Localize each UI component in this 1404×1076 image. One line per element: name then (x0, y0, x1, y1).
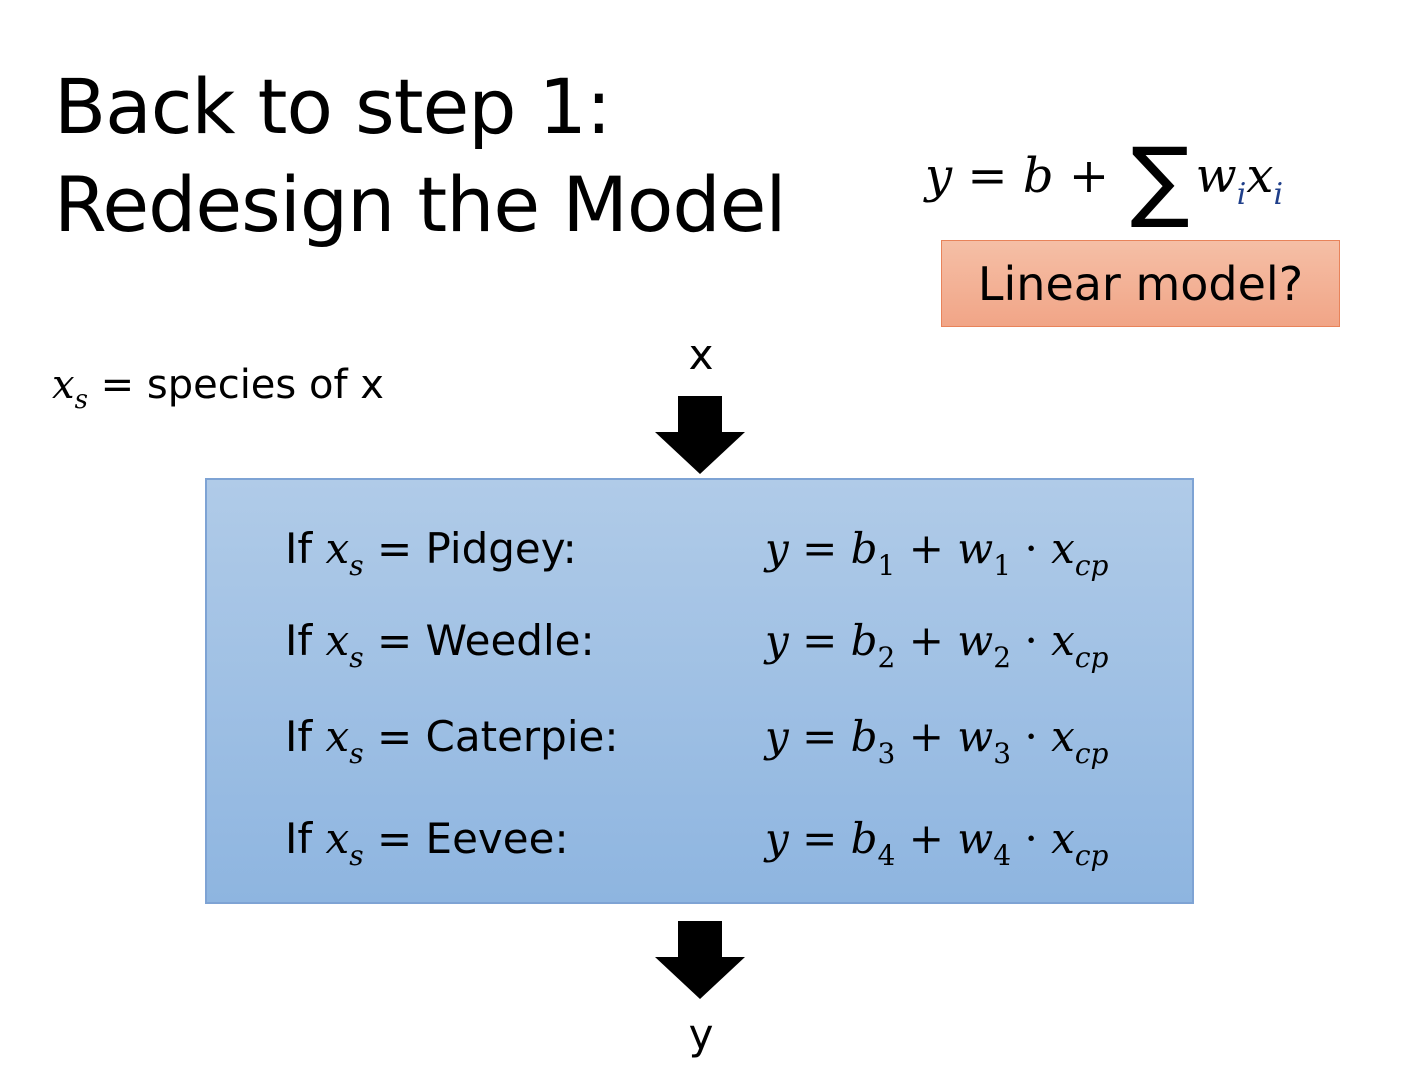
linear-model-formula: y = b + ∑wixi (925, 110, 1284, 231)
arrow-down-icon (655, 921, 745, 999)
formula-bias: b (1022, 148, 1054, 204)
formula-weight-index: i (1236, 177, 1247, 212)
summation-icon: ∑ (1130, 128, 1190, 231)
formula-plus: + (1068, 148, 1110, 204)
species-model-box: If xs = Pidgey: y = b1 + w1 · xcp If xs … (205, 478, 1194, 904)
rule-equation: y = b2 + w2 · xcp (765, 616, 1109, 674)
slide-title-line-1: Back to step 1: (54, 62, 612, 151)
rule-condition: If xs = Caterpie: (285, 712, 619, 770)
formula-equals: = (967, 148, 1008, 204)
formula-input: x (1246, 148, 1274, 204)
slide-title: Back to step 1: Redesign the Model (54, 58, 786, 254)
output-label: y (688, 1010, 714, 1059)
formula-weight: w (1195, 148, 1237, 204)
slide-title-line-2: Redesign the Model (54, 160, 786, 249)
rule-equation: y = b1 + w1 · xcp (765, 524, 1109, 582)
input-label: x (688, 330, 714, 379)
rule-equation: y = b3 + w3 · xcp (765, 712, 1109, 770)
formula-lhs: y (925, 148, 953, 204)
rule-condition: If xs = Weedle: (285, 616, 595, 674)
rule-condition: If xs = Pidgey: (285, 524, 577, 582)
species-var-x: x (52, 362, 75, 408)
species-text: = species of x (100, 362, 384, 408)
species-var: xs (52, 362, 88, 415)
arrow-down-icon (655, 396, 745, 474)
formula-input-index: i (1273, 177, 1284, 212)
linear-model-question-badge: Linear model? (941, 240, 1340, 327)
rule-condition: If xs = Eevee: (285, 814, 569, 872)
species-definition: xs = species of x (52, 362, 384, 415)
rule-equation: y = b4 + w4 · xcp (765, 814, 1109, 872)
species-var-sub: s (74, 385, 88, 415)
